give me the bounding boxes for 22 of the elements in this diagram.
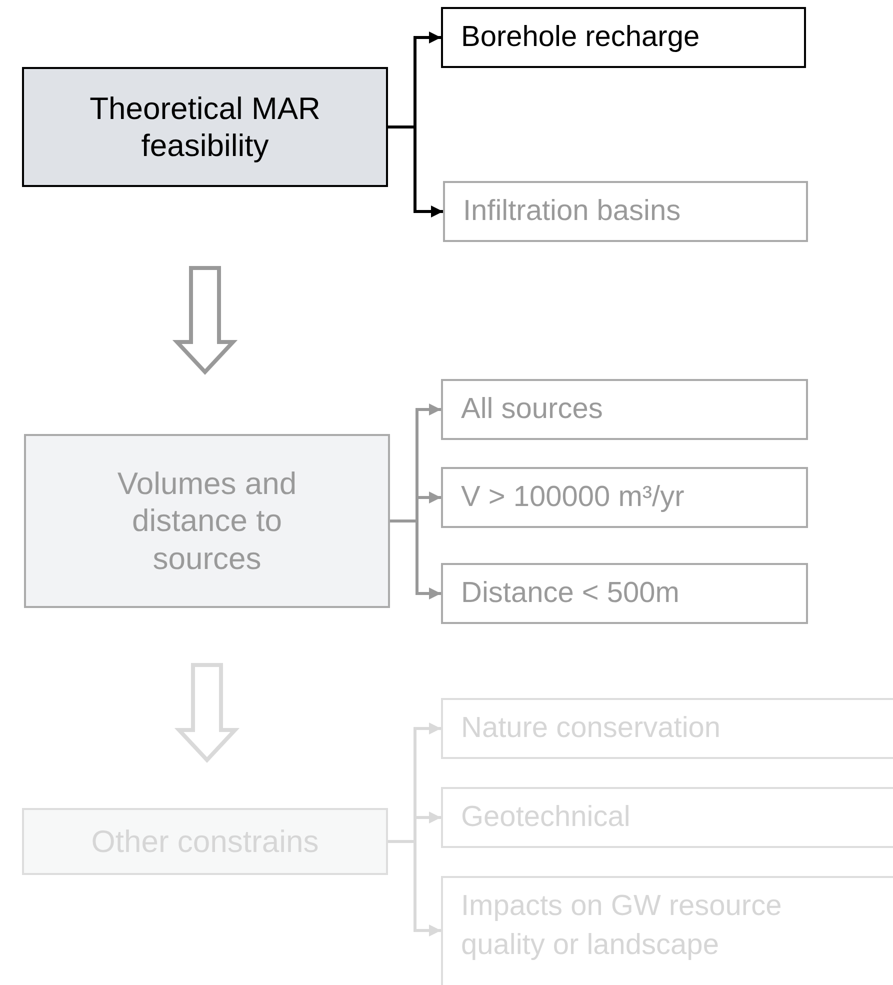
- option-box: [441, 787, 893, 848]
- option-box: [441, 467, 808, 528]
- option-box: [441, 698, 893, 759]
- stage-box: [24, 434, 390, 608]
- box-label: Borehole recharge: [461, 20, 701, 55]
- stage-box: [22, 67, 388, 187]
- box-label: Theoretical MAR feasibility: [88, 90, 322, 164]
- option-box: [441, 379, 808, 440]
- option-box: [441, 876, 893, 985]
- connector-arrow: [388, 126, 443, 218]
- option-box: [441, 7, 806, 68]
- connector-arrow: [390, 520, 441, 600]
- box-label: All sources: [461, 392, 604, 427]
- box-label: Infiltration basins: [463, 194, 682, 229]
- option-box: [441, 563, 808, 624]
- stage-box: [22, 808, 388, 875]
- hollow-arrow: [174, 663, 240, 763]
- box-label: V > 100000 m³/yr: [461, 480, 686, 515]
- box-label: Distance < 500m: [461, 576, 680, 611]
- hollow-arrow: [172, 266, 238, 375]
- box-label: Volumes and distance to sources: [116, 465, 298, 577]
- option-box: [443, 181, 808, 242]
